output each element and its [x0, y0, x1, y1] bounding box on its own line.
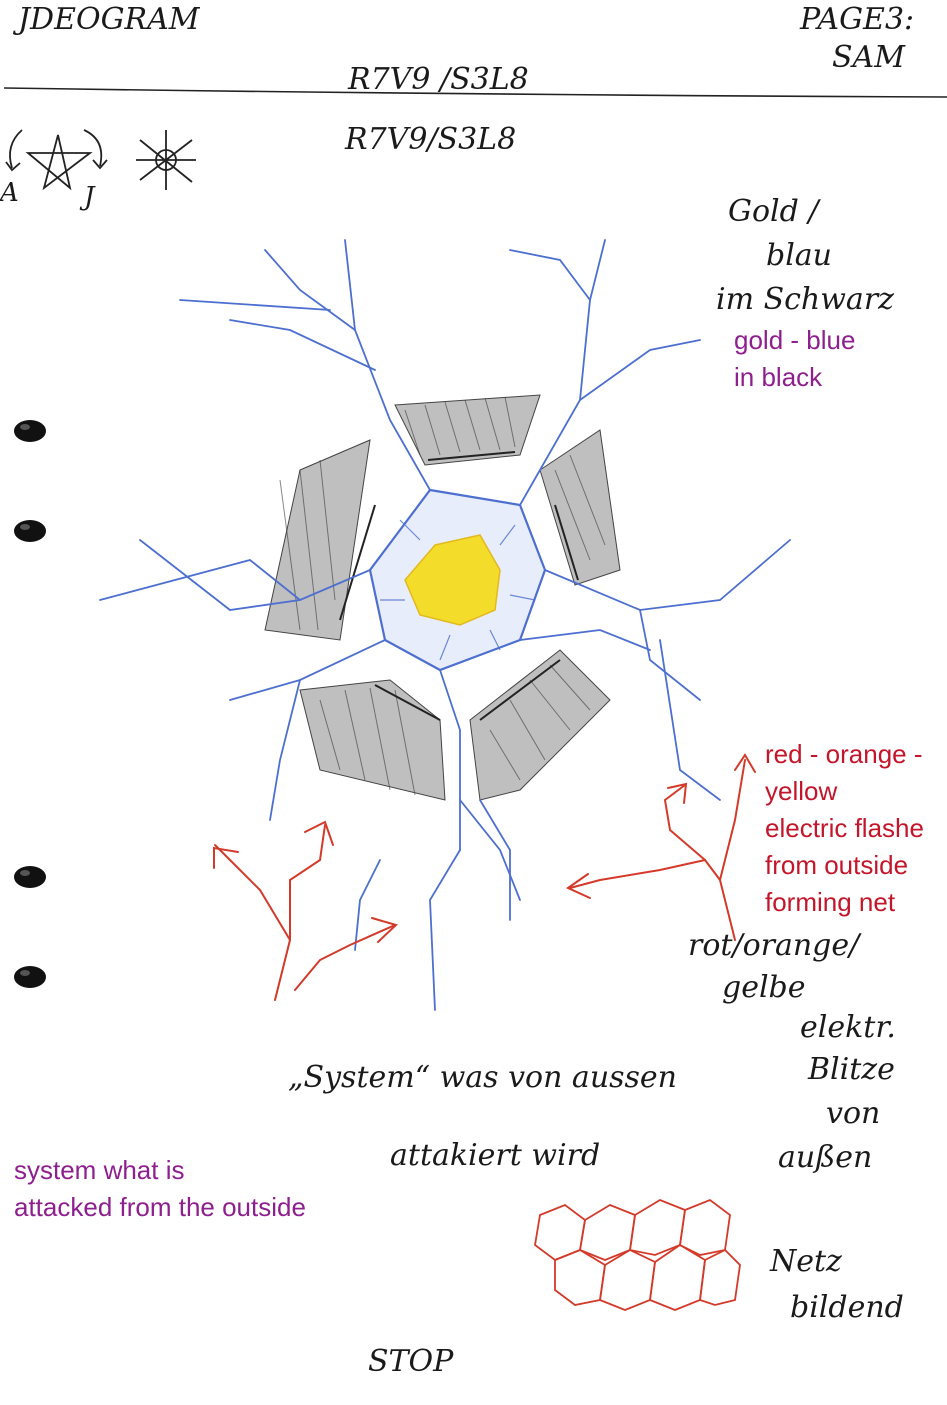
flashes-english-line3: electric flashe [765, 813, 924, 843]
flashes-english-line4: from outside [765, 850, 909, 880]
system-german-line1: „System“ was von aussen [288, 1060, 678, 1095]
page-label-initials: SAM [832, 40, 905, 75]
binder-hole [14, 420, 46, 442]
gray-hatched-sectors [264, 394, 621, 801]
flashes-german-line6: außen [778, 1140, 873, 1175]
net-german-line2: bildend [790, 1290, 904, 1325]
header-rule [3, 87, 947, 98]
red-hexagon-net [534, 1198, 741, 1311]
symbol-letter-right: J [84, 182, 95, 212]
system-english-line2: attacked from the outside [14, 1192, 306, 1222]
flashes-german-line1: rot/orange/ [688, 928, 860, 963]
red-arrows-right [565, 753, 756, 941]
color-note-german-line2: blau [766, 238, 833, 273]
flashes-english-line5: forming net [765, 887, 896, 917]
sun-icon [136, 130, 196, 190]
flashes-german-line4: Blitze [808, 1052, 895, 1087]
color-note-german-line3: im Schwarz [716, 282, 894, 317]
flashes-english-line1: red - orange - [765, 739, 923, 769]
system-german-line2: attakiert wird [390, 1138, 601, 1173]
flashes-german-line2: gelbe [722, 970, 806, 1005]
flashes-german-line3: elektr. [800, 1010, 896, 1045]
color-note-german-line1: Gold / [728, 194, 819, 229]
binder-hole [14, 520, 46, 542]
page-label: PAGE3: [800, 2, 915, 37]
binder-hole [14, 866, 46, 888]
stop-label: STOP [368, 1344, 454, 1379]
blue-branches [99, 239, 791, 1011]
color-note-english-line1: gold - blue [734, 325, 856, 355]
color-note-english-line2: in black [734, 362, 823, 392]
target-code-repeat: R7V9/S3L8 [345, 122, 517, 157]
flashes-german-line5: von [826, 1096, 881, 1131]
ideogram-label: JDEOGRAM [18, 2, 200, 37]
flashes-english-line2: yellow [765, 776, 838, 806]
yellow-center [404, 534, 501, 626]
net-german-line1: Netz [770, 1244, 842, 1279]
star-arrows-icon [5, 129, 108, 191]
binder-hole [14, 966, 46, 988]
symbol-letter-left: A [0, 178, 19, 208]
system-english-line1: system what is [14, 1155, 185, 1185]
target-code: R7V9 /S3L8 [348, 62, 529, 97]
red-arrows-left [213, 820, 398, 1001]
